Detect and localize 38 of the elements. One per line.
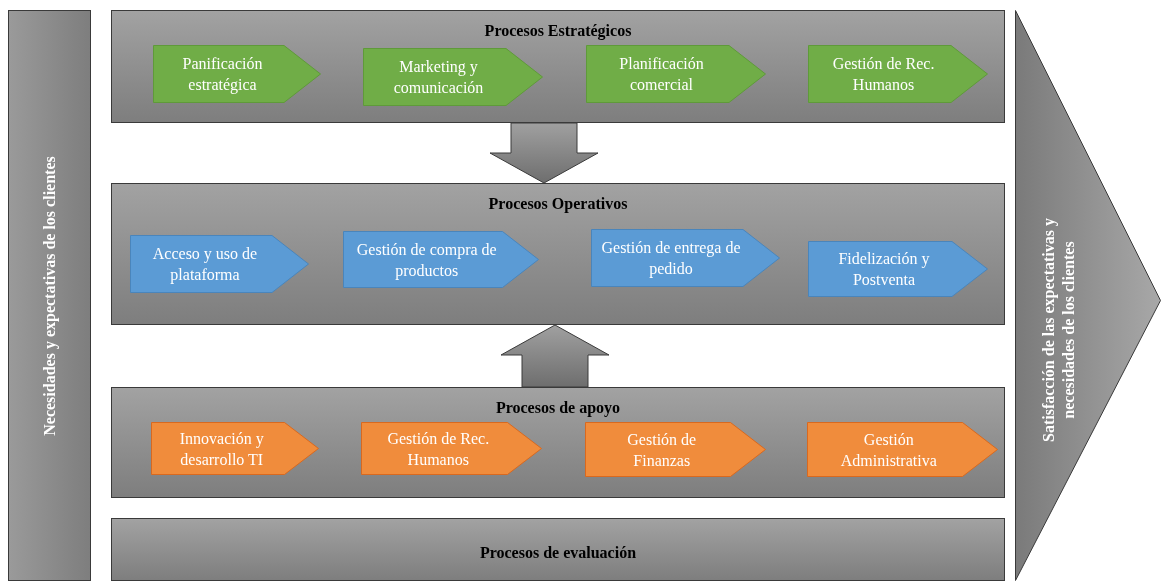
band-heading: Procesos de apoyo bbox=[494, 398, 622, 419]
block-arrow bbox=[489, 122, 599, 184]
process-label: Gestión de Rec. Humanos bbox=[831, 54, 936, 95]
process-step-box bbox=[361, 422, 542, 475]
process-label: Gestión Administrativa bbox=[839, 429, 938, 471]
process-step-box bbox=[363, 48, 543, 106]
process-band bbox=[111, 387, 1005, 498]
band-heading: Procesos Estratégicos bbox=[483, 21, 633, 42]
process-step-box bbox=[151, 422, 319, 475]
process-step-box bbox=[153, 45, 321, 103]
process-label: Planificación comercial bbox=[618, 54, 705, 95]
process-label: Marketing y comunicación bbox=[392, 57, 485, 98]
process-step-box bbox=[343, 231, 539, 288]
process-step-box bbox=[808, 45, 988, 103]
process-label: Acceso y uso de plataforma bbox=[151, 244, 259, 285]
band-heading: Procesos Operativos bbox=[487, 194, 629, 215]
process-step-box bbox=[585, 422, 766, 477]
side-band bbox=[8, 10, 91, 581]
process-step-box bbox=[130, 235, 309, 293]
process-label: Gestión de Rec. Humanos bbox=[386, 428, 491, 470]
process-band bbox=[111, 518, 1005, 581]
process-label: Fidelización y Postventa bbox=[837, 249, 931, 290]
band-heading: Procesos de evaluación bbox=[478, 543, 638, 563]
process-step-box bbox=[586, 45, 766, 103]
outcome-label: Satisfacción de las expectativas y necesidades de los clientes bbox=[1039, 217, 1078, 444]
process-step-box bbox=[591, 229, 780, 287]
process-step-box bbox=[808, 241, 988, 297]
process-label: Gestión de entrega de pedido bbox=[600, 238, 742, 279]
process-label: Innovación y desarrollo TI bbox=[178, 428, 265, 470]
outcome-arrow bbox=[1015, 10, 1161, 581]
process-label: Gestión de Finanzas bbox=[626, 429, 698, 471]
process-label: Panificación estratégica bbox=[181, 54, 264, 95]
process-label: Gestión de compra de productos bbox=[355, 239, 498, 281]
block-arrow bbox=[500, 324, 610, 388]
side-label: Necesidades y expectativas de los clientes bbox=[39, 155, 60, 436]
process-step-box bbox=[807, 422, 998, 477]
process-band bbox=[111, 183, 1005, 325]
process-band bbox=[111, 10, 1005, 123]
